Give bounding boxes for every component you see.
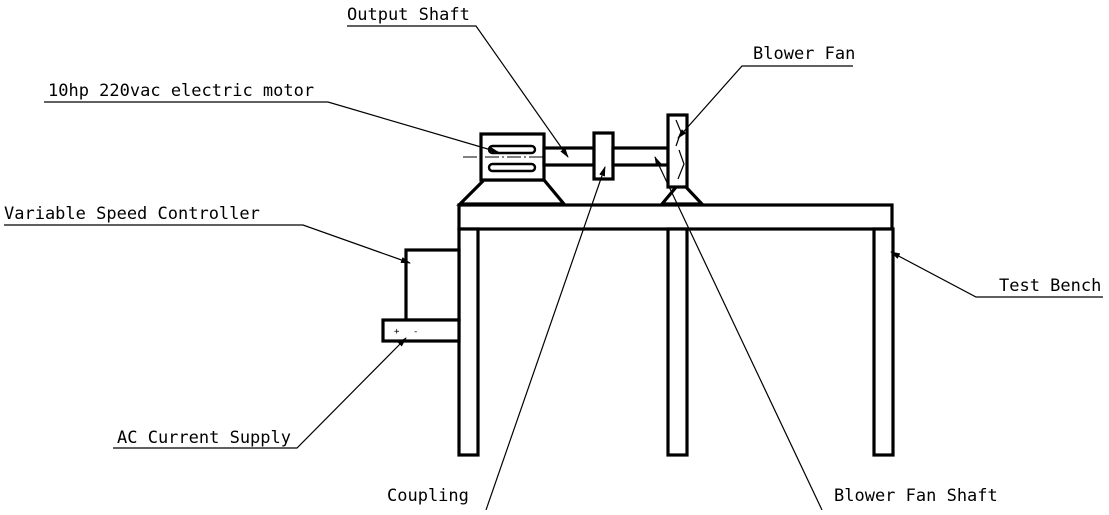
electric-motor — [456, 132, 568, 206]
controller-box — [404, 248, 461, 322]
bench-tabletop — [457, 203, 894, 231]
drive-train — [542, 131, 670, 181]
motor-slot-bottom — [487, 162, 537, 173]
fan-mount — [658, 184, 706, 206]
label-motor: 10hp 220vac electric motor — [48, 81, 314, 101]
leader-ac-supply — [113, 337, 407, 449]
bench-leg-middle — [666, 227, 689, 457]
terminal-positive: + — [394, 327, 400, 337]
leader-output-shaft — [347, 25, 569, 158]
label-test-bench: Test Bench — [999, 276, 1101, 296]
bench-leg-right — [872, 227, 895, 457]
blower-fan — [658, 113, 706, 206]
test-bench — [457, 203, 895, 457]
bench-leg-left — [457, 227, 480, 457]
output-shaft — [542, 146, 596, 167]
label-coupling: Coupling — [387, 486, 469, 506]
label-speed-controller: Variable Speed Controller — [4, 204, 260, 224]
label-ac-supply: AC Current Supply — [117, 428, 291, 448]
labels: Output Shaft Blower Fan 10hp 220vac elec… — [4, 5, 1101, 506]
label-output-shaft: Output Shaft — [347, 5, 470, 25]
fan-housing — [666, 113, 689, 189]
leader-lines — [4, 25, 1103, 511]
leader-test-bench — [890, 251, 1103, 298]
label-blower-fan: Blower Fan — [753, 44, 855, 64]
blower-fan-shaft — [611, 146, 670, 167]
leader-blower-fan-shaft — [654, 156, 823, 511]
leader-speed-controller — [4, 224, 411, 264]
terminal-negative: - — [413, 327, 418, 337]
speed-controller: + - — [381, 248, 461, 343]
label-blower-fan-shaft: Blower Fan Shaft — [834, 486, 998, 506]
leader-coupling — [485, 166, 606, 511]
motor-mount — [456, 178, 568, 206]
leader-blower-fan — [677, 65, 853, 139]
leader-motor — [44, 101, 499, 153]
power-terminal-block — [381, 318, 461, 343]
